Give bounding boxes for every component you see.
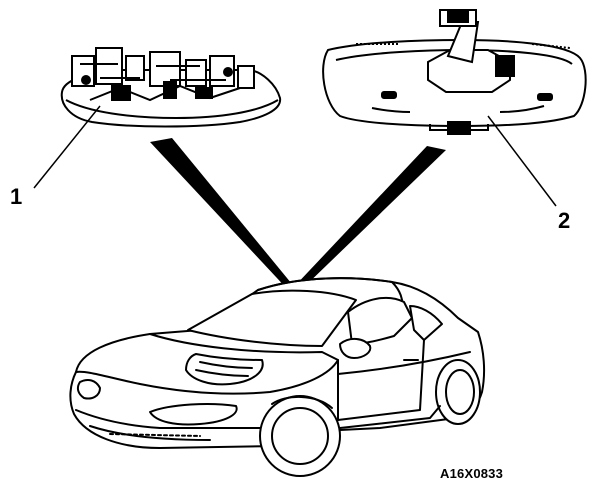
car-illustration xyxy=(70,278,484,476)
dome-light-assembly xyxy=(62,48,280,127)
callout-label-1: 1 xyxy=(10,186,22,208)
pointer-wedge-left xyxy=(150,138,296,292)
callout-label-2: 2 xyxy=(558,210,570,232)
pointer-wedges xyxy=(150,138,446,292)
rear-view-mirror xyxy=(323,10,586,134)
figure-code: A16X0833 xyxy=(440,466,503,481)
leader-line-2 xyxy=(488,116,556,206)
leader-line-1 xyxy=(34,106,100,188)
pointer-wedge-right xyxy=(292,146,446,292)
